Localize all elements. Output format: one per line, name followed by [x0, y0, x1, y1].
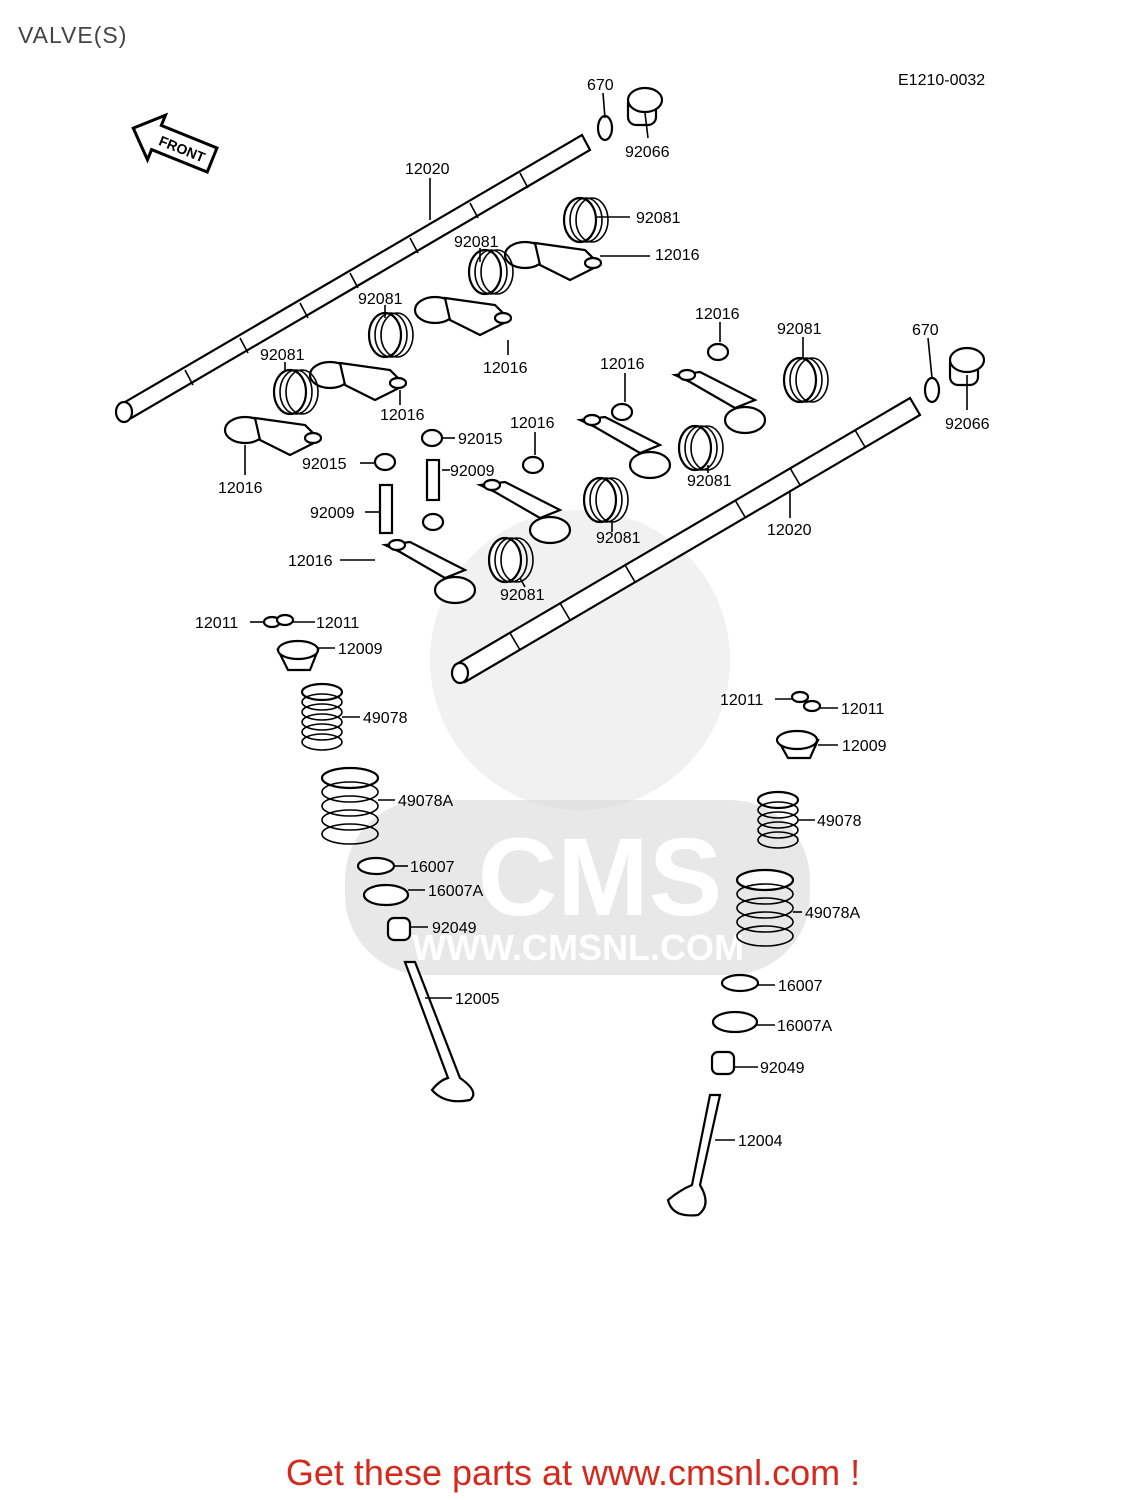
label-12011-c: 12011 — [720, 692, 763, 709]
label-92081-h: 92081 — [500, 587, 545, 604]
label-12016-g: 12016 — [695, 306, 740, 323]
label-670-a: 670 — [587, 77, 614, 94]
label-16007-b: 16007 — [778, 978, 823, 995]
plug-lower — [923, 346, 986, 404]
label-12011-a: 12011 — [195, 615, 238, 632]
label-92015-b: 92015 — [302, 456, 347, 473]
rocker-arms-lower — [381, 368, 767, 605]
label-49078-a: 49078 — [363, 710, 408, 727]
label-16007-a: 16007 — [410, 859, 455, 876]
label-49078A-b: 49078A — [805, 905, 860, 922]
front-arrow-icon: FRONT — [131, 112, 219, 174]
label-12004: 12004 — [738, 1133, 783, 1150]
label-12011-b: 12011 — [316, 615, 359, 632]
label-92081-a: 92081 — [636, 210, 681, 227]
label-92015-a: 92015 — [458, 431, 503, 448]
label-12016-b: 12016 — [483, 360, 528, 377]
plug-upper — [596, 86, 664, 142]
label-92081-g: 92081 — [596, 530, 641, 547]
label-92081-f: 92081 — [687, 473, 732, 490]
diagram-code: E1210-0032 — [898, 72, 985, 89]
part-labels: 670 92066 12020 92081 92081 12016 92081 … — [195, 77, 990, 1150]
adjuster-parts — [373, 342, 730, 535]
camshaft-upper — [114, 133, 592, 424]
label-12016-d: 12016 — [218, 480, 263, 497]
watermark-url: WWW.CMSNL.COM — [412, 927, 744, 968]
label-12009-a: 12009 — [338, 641, 383, 658]
label-92081-d: 92081 — [260, 347, 305, 364]
label-92049-b: 92049 — [760, 1060, 805, 1077]
label-12016-h: 12016 — [600, 356, 645, 373]
label-12020-a: 12020 — [405, 161, 450, 178]
label-670-b: 670 — [912, 322, 939, 339]
label-92066-a: 92066 — [625, 144, 670, 161]
camshaft-lower — [450, 396, 922, 685]
label-16007A-b: 16007A — [777, 1018, 832, 1035]
label-49078-b: 49078 — [817, 813, 862, 830]
label-12020-b: 12020 — [767, 522, 812, 539]
label-12016-e: 12016 — [510, 415, 555, 432]
label-92009-a: 92009 — [450, 463, 495, 480]
footer-promo-text[interactable]: Get these parts at www.cmsnl.com ! — [285, 1452, 861, 1493]
label-92049-a: 92049 — [432, 920, 477, 937]
label-92081-b: 92081 — [454, 234, 499, 251]
rocker-springs — [272, 196, 829, 584]
label-92081-e: 92081 — [777, 321, 822, 338]
watermark-brand: CMS — [478, 816, 722, 939]
label-12005: 12005 — [455, 991, 500, 1008]
watermark: CMS WWW.CMSNL.COM — [345, 510, 810, 975]
rocker-arms-upper — [223, 240, 603, 457]
label-12016-c: 12016 — [380, 407, 425, 424]
label-92009-b: 92009 — [310, 505, 355, 522]
label-12016-a: 12016 — [655, 247, 700, 264]
page-title: VALVE(S) — [18, 22, 128, 48]
label-16007A-a: 16007A — [428, 883, 483, 900]
label-12009-b: 12009 — [842, 738, 887, 755]
label-12016-f: 12016 — [288, 553, 333, 570]
label-49078A-a: 49078A — [398, 793, 453, 810]
label-92081-c: 92081 — [358, 291, 403, 308]
leader-lines — [244, 92, 968, 1141]
valve-stack-right — [666, 690, 822, 1217]
label-92066-b: 92066 — [945, 416, 990, 433]
label-12011-d: 12011 — [841, 701, 884, 718]
